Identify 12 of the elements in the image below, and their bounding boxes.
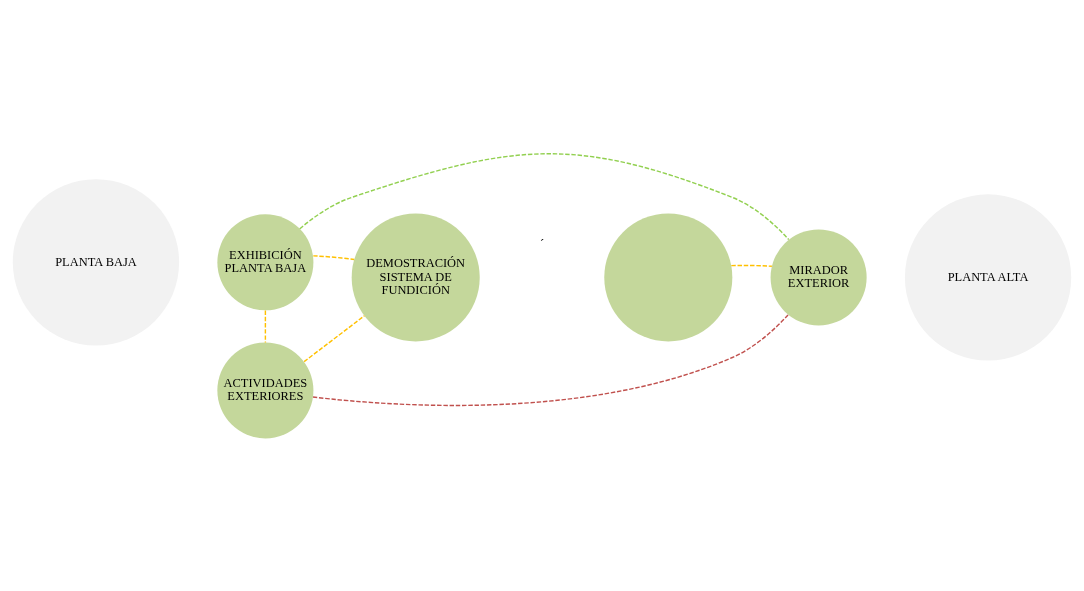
label: ´ <box>539 236 545 251</box>
connector <box>730 264 773 267</box>
node-circle: ACTIVIDADES EXTERIORES <box>217 341 314 438</box>
connector <box>264 309 267 343</box>
node-circle <box>604 212 733 341</box>
node-circle: DEMOSTRACIÓN SISTEMA DE FUNDICIÓN <box>351 212 480 341</box>
connector <box>299 152 790 240</box>
connector <box>312 254 355 260</box>
node-circle: MIRADOR EXTERIOR <box>770 228 867 325</box>
connector <box>303 314 366 362</box>
node-circle: EXHIBICIÓN PLANTA BAJA <box>217 213 314 310</box>
connector <box>312 313 789 406</box>
